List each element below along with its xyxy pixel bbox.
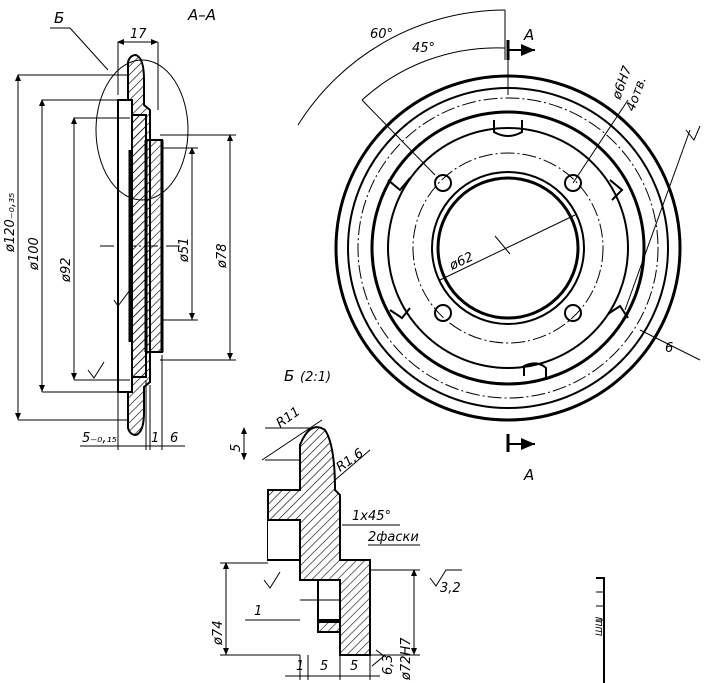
angle-arc-60: [297, 9, 506, 126]
slot: [387, 177, 411, 192]
section-view: Б А–А 17 ø120₋₀,₃₅ ø100 ø92 ø51 ø78: [3, 6, 236, 450]
detail-r11: R11: [274, 404, 304, 431]
hole: [564, 304, 582, 322]
hole-pitch-circle: [412, 152, 604, 344]
section-mark-bottom: А: [523, 466, 534, 484]
detail-dia-74: ø74: [211, 621, 226, 647]
dim-6: 6: [665, 341, 673, 356]
callout-leader: [69, 27, 109, 71]
slot: [389, 307, 411, 320]
corner-stamp: ШШ: [595, 577, 605, 683]
detail-hatch-small: [317, 621, 341, 633]
stamp-text: ШШ: [595, 616, 605, 636]
slot: [607, 304, 629, 319]
detail-chamfer: 1x45°: [352, 509, 391, 524]
bore-outer-circle: [431, 171, 585, 325]
roughness-mark: [429, 569, 462, 587]
roughness-mark: [371, 649, 385, 667]
angle-60: 60°: [370, 27, 393, 42]
detail-inner: [268, 519, 301, 561]
detail-scale: (2:1): [300, 370, 331, 385]
angle-45: 45°: [412, 41, 435, 56]
dim-gap: 1: [151, 431, 159, 446]
hole: [564, 174, 582, 192]
section-title: А–А: [187, 6, 216, 24]
slot: [523, 362, 547, 378]
callout-label: Б: [54, 9, 64, 27]
web-circle: [387, 127, 629, 369]
detail-callout-ellipse: [95, 59, 189, 201]
detail-bottom-5b: 5: [350, 659, 358, 674]
slot: [609, 179, 624, 201]
detail-dia-72: ø72H7: [399, 637, 414, 681]
dim-dia-92: ø92: [59, 258, 74, 284]
detail-chamfer-note: 2фаски: [368, 530, 419, 545]
detail-bottom-5a: 5: [320, 659, 328, 674]
front-view: А А 60° 45° ø6H7 4отв. ø62 6: [297, 9, 701, 484]
dim-dia-51: ø51: [177, 238, 192, 264]
hole: [434, 304, 452, 322]
hub-profile: [145, 139, 163, 353]
detail-dim-5: 5: [229, 444, 244, 452]
detail-bottom-1: 1: [296, 659, 304, 674]
slot: [493, 120, 523, 137]
detail-dim-1: 1: [254, 604, 262, 619]
pitch-circle: [357, 97, 659, 399]
dim-dia-100: ø100: [27, 237, 42, 271]
roughness-mark: [685, 125, 701, 141]
angle-arc-45: [361, 47, 506, 101]
dim-thk: 5₋₀,₁₅: [82, 431, 117, 446]
detail-rough-63: 6,3: [381, 654, 396, 675]
detail-view: Б (2:1) 5 R11 R1,6 1x45° 2фаски ø72H7 3,…: [211, 367, 462, 681]
dim-bore: ø62: [446, 250, 475, 274]
section-mark-top: А: [523, 26, 534, 44]
roughness-mark: [263, 571, 281, 589]
bore-circle: [436, 176, 580, 320]
hole: [434, 174, 452, 192]
detail-title: Б: [284, 367, 294, 385]
roughness-mark: [87, 361, 105, 379]
roughness-mark: [113, 289, 131, 307]
dim-hub: 6: [170, 431, 178, 446]
dim-dia-outer: ø120₋₀,₃₅: [3, 193, 18, 253]
dim-width-top: 17: [130, 27, 147, 42]
detail-r16: R1,6: [334, 446, 367, 475]
dim-dia-78: ø78: [215, 244, 230, 270]
root-circle: [370, 110, 646, 386]
detail-rough-32: 3,2: [440, 581, 461, 596]
